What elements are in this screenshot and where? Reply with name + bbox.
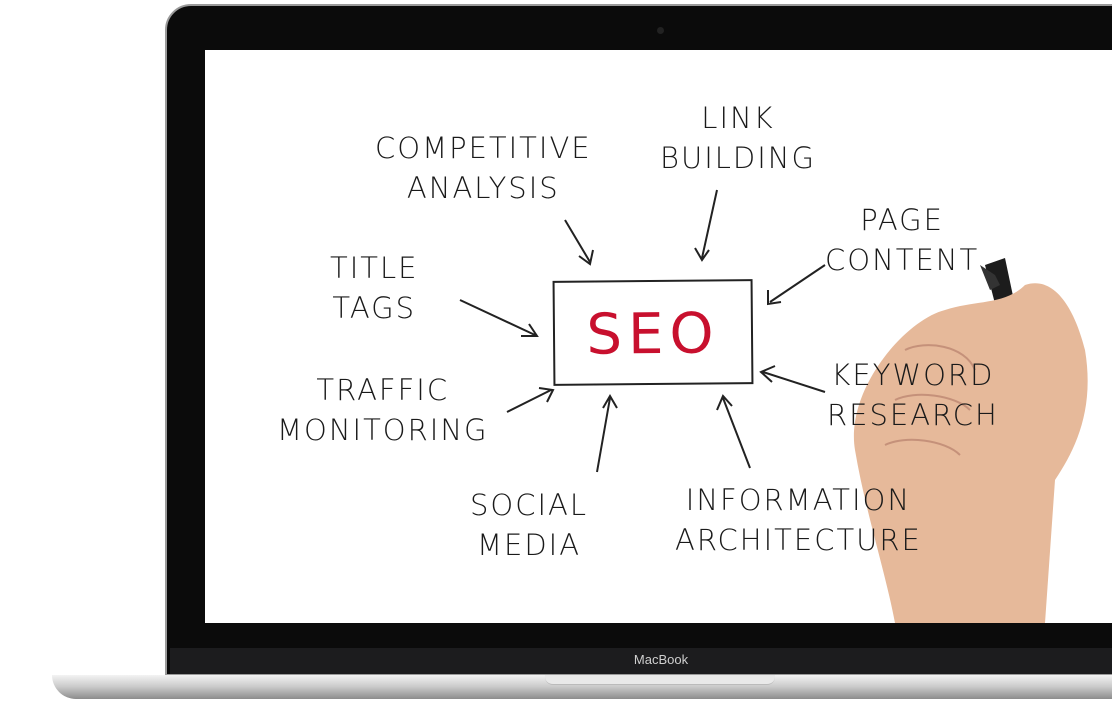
node-link-building: LINK BUILDING: [660, 101, 816, 175]
arrow-link: [694, 189, 718, 262]
lid-opening-notch: [545, 675, 775, 685]
arrow-competitive: [564, 219, 594, 266]
node-title-tags: TITLE TAGS: [330, 251, 419, 325]
arrow-keyword: [759, 365, 826, 393]
laptop-chin: [170, 648, 1112, 674]
arrow-info: [716, 394, 751, 469]
arrows: [459, 189, 1088, 623]
arrow-page: [767, 264, 826, 306]
seo-label: SEO: [586, 301, 720, 368]
node-traffic-monitoring: TRAFFIC MONITORING: [277, 373, 489, 447]
node-page-content: PAGE CONTENT: [825, 203, 980, 277]
arrow-traffic: [506, 387, 555, 413]
node-information-architecture: INFORMATION ARCHITECTURE: [675, 483, 922, 557]
node-keyword-research: KEYWORD RESEARCH: [827, 358, 999, 432]
arrow-title: [459, 299, 539, 337]
arrow-social: [596, 394, 618, 473]
laptop-screen: COMPETITIVE ANALYSIS LINK BUILDING PAGE …: [205, 50, 1112, 623]
hand-with-marker: [853, 258, 1088, 623]
brand-label: MacBook: [633, 652, 689, 667]
seo-box: SEO: [552, 279, 754, 386]
node-social-media: SOCIAL MEDIA: [470, 488, 589, 562]
camera: [657, 27, 664, 34]
node-competitive-analysis: COMPETITIVE ANALYSIS: [375, 131, 592, 205]
